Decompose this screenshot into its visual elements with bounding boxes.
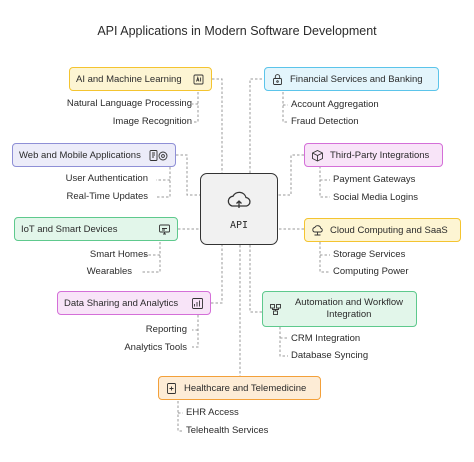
item-telehealth-services: Telehealth Services (186, 425, 269, 436)
item-crm-integration: CRM Integration (291, 333, 361, 344)
item-analytics-tools: Analytics Tools (124, 342, 187, 353)
smart-device-icon (158, 223, 171, 236)
item-storage-services: Storage Services (333, 249, 406, 260)
category-label: Third-Party Integrations (330, 149, 430, 161)
api-label: API (229, 220, 249, 231)
category-label: Web and Mobile Applications (19, 149, 141, 161)
item-real-time-updates: Real-Time Updates (66, 191, 148, 202)
category-automation-workflow: Automation and Workflow Integration (262, 291, 417, 327)
item-natural-language-processing: Natural Language Processing (66, 98, 192, 109)
ai-chip-icon (192, 73, 205, 86)
item-wearables: Wearables (86, 266, 132, 277)
diagram-title: API Applications in Modern Software Deve… (97, 24, 377, 38)
category-web-mobile-applications: Web and Mobile Applications (12, 143, 176, 167)
category-data-sharing-analytics: Data Sharing and Analytics (57, 291, 211, 315)
item-ehr-access: EHR Access (186, 407, 239, 418)
item-reporting: Reporting (145, 324, 187, 335)
devices-icon (149, 149, 169, 162)
category-label: Data Sharing and Analytics (64, 297, 179, 309)
medical-icon (165, 382, 178, 395)
category-label: AI and Machine Learning (76, 73, 182, 85)
lock-icon (271, 73, 284, 86)
item-smart-homes: Smart Homes (89, 249, 148, 260)
data-share-icon (191, 297, 204, 310)
item-social-media-logins: Social Media Logins (333, 192, 419, 203)
workflow-icon (269, 303, 282, 316)
category-financial-services: Financial Services and Banking (264, 67, 439, 91)
category-label-line1: Automation and Workflow (294, 297, 404, 308)
category-label: Healthcare and Telemedicine (184, 382, 307, 394)
category-iot-smart-devices: IoT and Smart Devices (14, 217, 178, 241)
item-payment-gateways: Payment Gateways (333, 174, 416, 185)
cloud-network-icon (311, 224, 324, 237)
item-computing-power: Computing Power (333, 266, 409, 277)
category-healthcare-telemedicine: Healthcare and Telemedicine (158, 376, 321, 400)
category-label-line2: Integration (326, 309, 372, 320)
category-label: Cloud Computing and SaaS (330, 224, 448, 236)
category-third-party-integrations: Third-Party Integrations (304, 143, 443, 167)
category-label: IoT and Smart Devices (21, 223, 118, 235)
cloud-icon (224, 187, 254, 222)
category-cloud-computing-saas: Cloud Computing and SaaS (304, 218, 461, 242)
item-image-recognition: Image Recognition (112, 116, 192, 127)
cube-icon (311, 149, 324, 162)
api-hub: API (200, 173, 278, 245)
category-label: Financial Services and Banking (290, 73, 423, 85)
item-database-syncing: Database Syncing (291, 350, 369, 361)
item-account-aggregation: Account Aggregation (291, 99, 379, 110)
item-user-authentication: User Authentication (65, 173, 148, 184)
item-fraud-detection: Fraud Detection (291, 116, 359, 127)
category-ai-machine-learning: AI and Machine Learning (69, 67, 212, 91)
